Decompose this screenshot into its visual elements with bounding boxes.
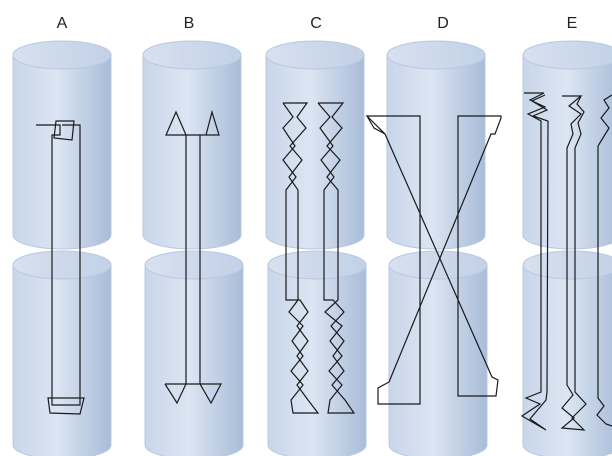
- panel-label-a: A: [57, 15, 68, 32]
- cylinder-d-top: [386, 40, 486, 250]
- suture-pattern-a: [36, 120, 85, 415]
- cylinder-a-bottom: [12, 250, 112, 456]
- panel-label-e: E: [567, 15, 578, 32]
- cylinder-b-top: [142, 40, 242, 250]
- cylinder-a-top: [12, 40, 112, 250]
- cylinder-b-bottom: [144, 250, 244, 456]
- suture-pattern-e: [520, 92, 612, 431]
- cylinder-d-bottom: [388, 250, 488, 456]
- suture-pattern-b: [164, 109, 222, 405]
- panel-label-c: C: [310, 15, 322, 32]
- suture-pattern-d: [365, 115, 502, 405]
- panel-label-d: D: [437, 15, 449, 32]
- cylinder-c-top: [265, 40, 365, 250]
- panel-label-b: B: [184, 15, 195, 32]
- cylinder-c-bottom: [267, 250, 367, 456]
- suture-pattern-c: [282, 102, 356, 414]
